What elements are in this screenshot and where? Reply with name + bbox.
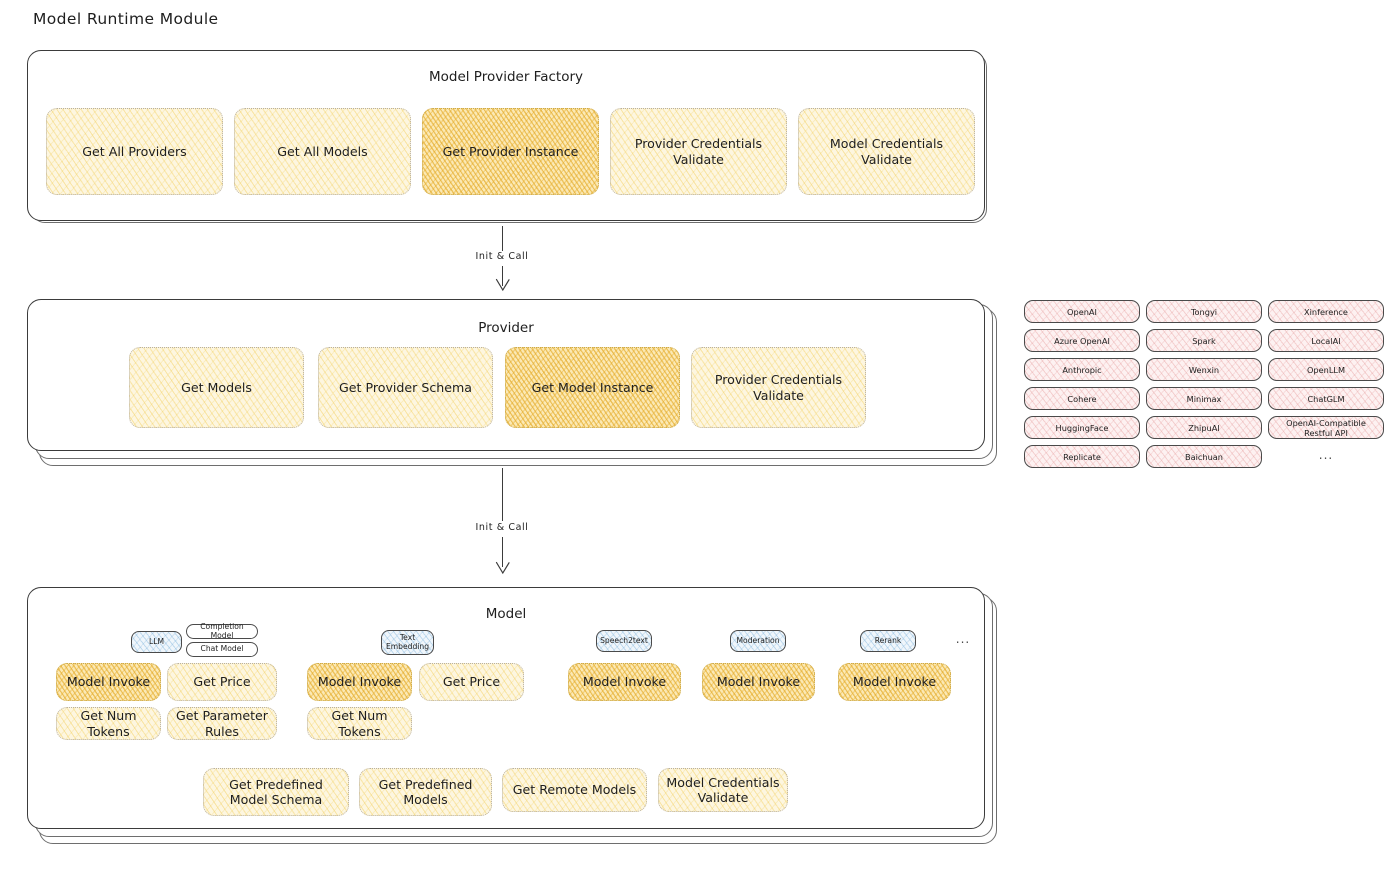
model-op-moderation-model-invoke[interactable]: Model Invoke xyxy=(702,663,815,701)
page-title: Model Runtime Module xyxy=(33,10,219,28)
provider-chip-anthropic[interactable]: Anthropic xyxy=(1024,358,1140,381)
model-badge-chat-model[interactable]: Chat Model xyxy=(186,642,258,657)
provider-chip-tongyi[interactable]: Tongyi xyxy=(1146,300,1262,323)
arrow1-line-bottom xyxy=(502,266,504,286)
provider-chip-replicate[interactable]: Replicate xyxy=(1024,445,1140,468)
arrow2-line-top xyxy=(502,468,504,521)
model-shared-op-model-credentials-validate[interactable]: Model Credentials Validate xyxy=(658,768,788,812)
provider-chip-list: OpenAI Azure OpenAI Anthropic Cohere Hug… xyxy=(1024,300,1384,475)
factory-box-get-all-models[interactable]: Get All Models xyxy=(234,108,411,195)
model-op-embedding-get-num-tokens[interactable]: Get Num Tokens xyxy=(307,707,412,740)
provider-box-get-models[interactable]: Get Models xyxy=(129,347,304,428)
arrow1-label: Init & Call xyxy=(452,251,552,262)
factory-title: Model Provider Factory xyxy=(428,69,583,85)
model-badge-completion-model[interactable]: Completion Model xyxy=(186,622,258,639)
factory-box-get-all-providers[interactable]: Get All Providers xyxy=(46,108,223,195)
model-op-embedding-get-price[interactable]: Get Price xyxy=(419,663,524,701)
model-op-llm-get-num-tokens[interactable]: Get Num Tokens xyxy=(56,707,161,740)
provider-box-get-provider-schema[interactable]: Get Provider Schema xyxy=(318,347,493,428)
provider-panel: Provider Get Models Get Provider Schema … xyxy=(27,299,985,451)
arrow1-line-top xyxy=(502,226,504,254)
model-op-speech2text-model-invoke[interactable]: Model Invoke xyxy=(568,663,681,701)
model-op-llm-get-parameter-rules[interactable]: Get Parameter Rules xyxy=(167,707,277,740)
provider-chip-xinference[interactable]: Xinference xyxy=(1268,300,1384,323)
factory-box-model-credentials-validate[interactable]: Model Credentials Validate xyxy=(798,108,975,195)
model-panel: Model LLM Completion Model Chat Model Mo… xyxy=(27,587,985,829)
model-badge-speech2text[interactable]: Speech2text xyxy=(596,630,652,652)
provider-chip-wenxin[interactable]: Wenxin xyxy=(1146,358,1262,381)
provider-box-provider-credentials-validate[interactable]: Provider Credentials Validate xyxy=(691,347,866,428)
provider-chip-spark[interactable]: Spark xyxy=(1146,329,1262,352)
provider-chip-openai-compatible-restful-api[interactable]: OpenAI-Compatible Restful API xyxy=(1268,416,1384,439)
model-badge-rerank[interactable]: Rerank xyxy=(860,630,916,652)
model-op-rerank-model-invoke[interactable]: Model Invoke xyxy=(838,663,951,701)
model-badge-llm[interactable]: LLM xyxy=(131,631,182,653)
model-title: Model xyxy=(485,606,527,622)
provider-chip-chatglm[interactable]: ChatGLM xyxy=(1268,387,1384,410)
provider-chip-openllm[interactable]: OpenLLM xyxy=(1268,358,1384,381)
model-badge-moderation[interactable]: Moderation xyxy=(730,630,786,652)
model-shared-op-get-remote-models[interactable]: Get Remote Models xyxy=(502,768,647,812)
model-groups-ellipsis: ... xyxy=(955,632,971,646)
arrow1-head-icon xyxy=(495,278,510,292)
arrow2-label: Init & Call xyxy=(452,522,552,533)
factory-box-get-provider-instance[interactable]: Get Provider Instance xyxy=(422,108,599,195)
factory-box-provider-credentials-validate[interactable]: Provider Credentials Validate xyxy=(610,108,787,195)
provider-list-ellipsis: ... xyxy=(1318,448,1334,462)
arrow2-head-icon xyxy=(495,561,510,575)
model-shared-op-get-predefined-model-schema[interactable]: Get Predefined Model Schema xyxy=(203,768,349,816)
arrow2-line-bottom xyxy=(502,537,504,567)
provider-chip-huggingface[interactable]: HuggingFace xyxy=(1024,416,1140,439)
model-provider-factory-panel: Model Provider Factory Get All Providers… xyxy=(27,50,985,221)
provider-chip-azure-openai[interactable]: Azure OpenAI xyxy=(1024,329,1140,352)
provider-chip-openai[interactable]: OpenAI xyxy=(1024,300,1140,323)
model-op-llm-model-invoke[interactable]: Model Invoke xyxy=(56,663,161,701)
provider-chip-baichuan[interactable]: Baichuan xyxy=(1146,445,1262,468)
provider-chip-localai[interactable]: LocalAI xyxy=(1268,329,1384,352)
model-badge-text-embedding[interactable]: Text Embedding xyxy=(381,630,434,655)
provider-box-get-model-instance[interactable]: Get Model Instance xyxy=(505,347,680,428)
provider-chip-zhipuai[interactable]: ZhipuAI xyxy=(1146,416,1262,439)
model-op-llm-get-price[interactable]: Get Price xyxy=(167,663,277,701)
model-op-embedding-model-invoke[interactable]: Model Invoke xyxy=(307,663,412,701)
provider-title: Provider xyxy=(478,320,534,336)
provider-chip-cohere[interactable]: Cohere xyxy=(1024,387,1140,410)
model-shared-op-get-predefined-models[interactable]: Get Predefined Models xyxy=(359,768,492,816)
provider-chip-minimax[interactable]: Minimax xyxy=(1146,387,1262,410)
